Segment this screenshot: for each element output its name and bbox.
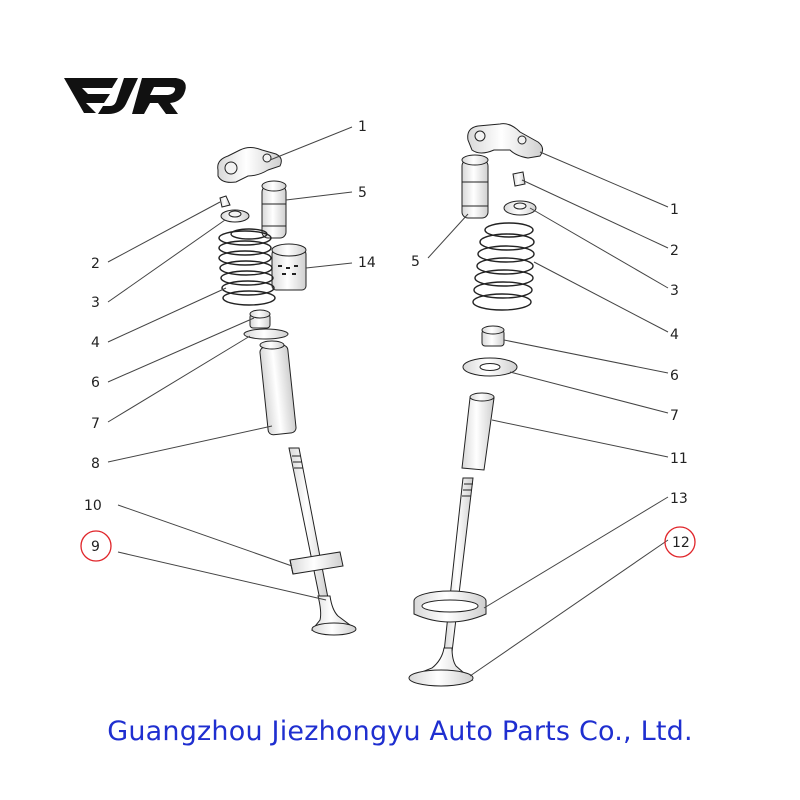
highlight-circle-9: [80, 530, 112, 562]
left-spring-retainer: [220, 209, 250, 223]
company-name: Guangzhou Jiezhongyu Auto Parts Co., Ltd…: [107, 716, 693, 747]
callout-right-11: 11: [670, 451, 688, 467]
callout-right-3: 3: [670, 283, 679, 299]
callout-left-8: 8: [91, 456, 100, 472]
callout-left-14: 14: [358, 255, 376, 271]
right-valve-keeper: [512, 171, 526, 187]
highlight-circle-12: [664, 526, 696, 558]
right-lash-adjuster: [461, 154, 489, 219]
left-valve-stem-seal: [249, 309, 271, 329]
right-callouts: 5 1 2 3 4 6 7 11 13 12: [411, 202, 690, 551]
leader-lines: [107, 126, 669, 677]
callout-left-1: 1: [358, 119, 367, 135]
right-spring-seat-washer: [462, 357, 518, 377]
left-valve-assembly: [217, 147, 357, 636]
callout-right-6: 6: [670, 368, 679, 384]
callout-right-13: 13: [670, 491, 688, 507]
left-valve-guide: [259, 340, 297, 436]
callout-left-4: 4: [91, 335, 100, 351]
callout-right-7: 7: [670, 408, 679, 424]
right-rocker-arm: [467, 123, 544, 159]
callout-right-1: 1: [670, 202, 679, 218]
callout-left-5: 5: [358, 185, 367, 201]
callout-right-4: 4: [670, 327, 679, 343]
callout-left-10: 10: [84, 498, 102, 514]
callout-left-7: 7: [91, 416, 100, 432]
callout-right-5: 5: [411, 254, 420, 270]
callout-left-3: 3: [91, 295, 100, 311]
left-spring-seat-washer: [243, 328, 289, 340]
callout-left-6: 6: [91, 375, 100, 391]
callout-right-2: 2: [670, 243, 679, 259]
right-valve-guide: [461, 392, 495, 471]
left-valve: [288, 447, 357, 636]
left-follower-sleeve: [271, 243, 307, 291]
left-rocker-arm: [217, 147, 282, 183]
callout-left-2: 2: [91, 256, 100, 272]
left-valve-spring: [218, 228, 276, 306]
right-valve: [408, 477, 474, 687]
callout-right-12: 12: [672, 535, 690, 551]
left-valve-keeper: [219, 195, 231, 208]
right-valve-assembly: [408, 123, 544, 687]
right-valve-stem-seal: [481, 325, 505, 347]
right-valve-seat: [413, 590, 487, 623]
left-callouts: 1 5 14 2 3 4 6 7 8 10 9: [84, 119, 376, 555]
callout-left-9: 9: [91, 539, 100, 555]
left-lash-adjuster: [261, 180, 287, 239]
right-spring-retainer: [503, 200, 537, 216]
brand-logo: [64, 78, 186, 114]
left-valve-seat: [289, 551, 344, 575]
right-valve-spring: [472, 222, 535, 311]
